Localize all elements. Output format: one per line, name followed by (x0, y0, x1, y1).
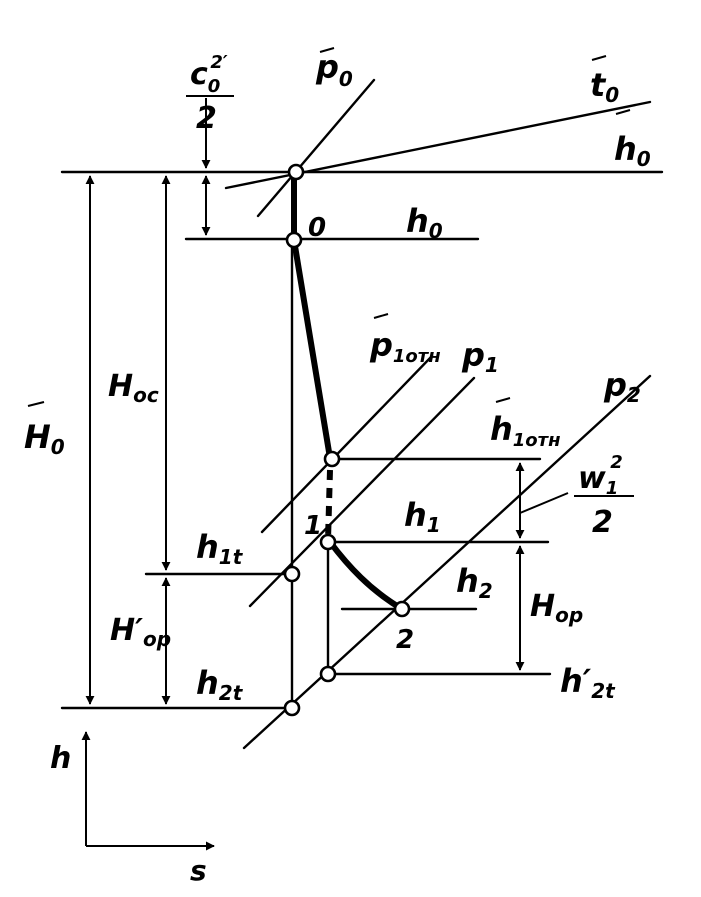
overbar-p1otn (373, 313, 389, 319)
label-two-b: 2 (592, 505, 613, 540)
label-point-0: 0 (308, 213, 326, 243)
label-p1: p1 (461, 336, 499, 377)
leader-w1 (519, 492, 569, 514)
label-H0bar: H0 (24, 418, 65, 459)
point-2t (283, 699, 301, 717)
point-1t (283, 565, 301, 583)
point-1 (319, 533, 337, 551)
overbar-H0 (27, 401, 45, 407)
overbar-h0 (615, 109, 631, 115)
label-axis-s: s (190, 854, 207, 887)
label-h0: h0 (406, 202, 443, 243)
label-h2t-prime: h′2t (560, 662, 616, 703)
label-p1otn: p1отн (369, 326, 441, 367)
label-p2: p2 (603, 366, 641, 407)
process-line-rotor (327, 539, 405, 612)
label-Hoc: Hос (108, 369, 159, 407)
isobar-p1otn (260, 354, 434, 534)
label-axis-h: h (50, 741, 71, 776)
isobar-p0 (256, 78, 376, 218)
point-0 (285, 231, 303, 249)
isobar-p2 (242, 374, 652, 750)
label-w1: w12 (578, 452, 623, 499)
label-two-a: 2 (196, 101, 217, 136)
label-c0: c02′ (190, 52, 228, 97)
label-h1otn: h1отн (490, 410, 561, 451)
point-2 (393, 600, 411, 618)
label-point-1: 1 (304, 511, 322, 541)
point-2t-prime (319, 665, 337, 683)
label-h1t: h1t (196, 528, 244, 569)
label-point-2: 2 (396, 625, 414, 655)
label-t0: t0 (590, 66, 619, 107)
point-0-bar (287, 163, 305, 181)
point-1otn (323, 450, 341, 468)
overbar-p0 (319, 47, 335, 53)
isobar-p1 (248, 376, 476, 608)
label-p0: p0 (315, 48, 353, 91)
label-h2: h2 (456, 562, 493, 603)
label-h2t: h2t (196, 664, 244, 705)
label-Hop: Hор (530, 589, 583, 627)
label-h0-bar: h0 (614, 130, 651, 171)
dashed-segment (325, 469, 333, 541)
overbar-t0 (591, 55, 607, 61)
overbar-h1otn (495, 397, 511, 403)
label-h1: h1 (404, 496, 441, 537)
label-Hop-prime: H′ор (110, 613, 171, 651)
